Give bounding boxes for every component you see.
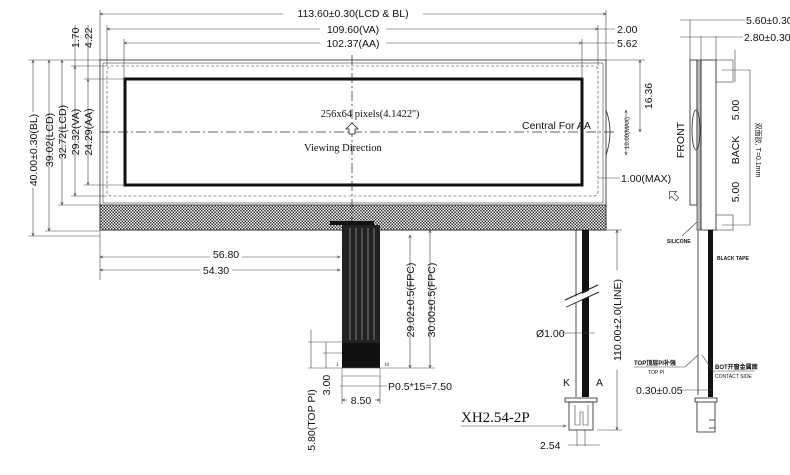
dim-2-54: 2.54 (540, 440, 561, 452)
k-label: K (563, 377, 570, 389)
top-pi-cn-label: TOP顶层PI补强 (634, 359, 676, 367)
lcd-glass-outline (102, 62, 604, 204)
connector-label: XH2.54-2P (461, 410, 530, 426)
fpc-contact-pads (342, 343, 380, 368)
front-view: 256x64 pixels(4.1422'') Viewing Directio… (28, 7, 671, 236)
side-connector (696, 402, 716, 433)
dim-0-30: 0.30±0.05 (636, 385, 683, 397)
contact-side-label: CONTACT SIDE (715, 374, 752, 380)
pin-1-label: 1 (336, 363, 339, 368)
dim-54-30: 54.30 (203, 265, 229, 277)
front-label: FRONT (675, 121, 687, 158)
side-view: 5.60±0.30 2.80±0.30 FRONT BACK 5.00 5.00… (634, 15, 790, 433)
dim-1-max: 1.00(MAX) (621, 173, 671, 185)
dim-56-80: 56.80 (213, 249, 239, 261)
dim-width-lcd-bl: 113.60±0.30(LCD & BL) (297, 8, 408, 20)
dim-width-aa: 102.37(AA) (326, 38, 379, 50)
dim-5-60: 5.60±0.30 (746, 15, 790, 27)
silicone-label: SILICONE (667, 239, 691, 245)
viewing-direction-label: Viewing Direction (304, 143, 383, 154)
dim-1-70: 1.70 (70, 27, 82, 48)
dim-2-80: 2.80±0.30 (744, 32, 790, 44)
fpc: 1 16 56.80 54.30 29.02±0.5(FPC) 30.00±0.… (100, 221, 452, 451)
side-body (700, 59, 717, 231)
pixels-label: 256x64 pixels(4.1422'') (321, 109, 420, 120)
dim-8-50: 8.50 (351, 395, 372, 407)
back-label: BACK (730, 136, 742, 165)
black-tape-label: BLACK TAPE (717, 256, 750, 262)
dim-height-lcd-2: 32.72(LCD) (57, 105, 69, 159)
dim-height-aa: 24.29(AA) (83, 108, 95, 155)
viewing-area (106, 65, 599, 197)
dim-3-00: 3.00 (321, 375, 333, 396)
dim-height-bl: 40.00±0.30(BL) (28, 114, 40, 186)
pin-16-label: 16 (384, 363, 390, 368)
xh-connector (568, 401, 594, 431)
backlight-lead-bump (605, 109, 611, 156)
dim-16-36: 16.36 (643, 83, 655, 109)
tape-label: 双面胶, T=0.1mm (754, 123, 763, 178)
backlight-leads: Ø1.00 K A 2.54 XH2.54-2P 110.00±2.0(LINE… (461, 230, 624, 452)
dim-5-00-bottom: 5.00 (730, 182, 742, 203)
dim-30-00-fpc: 30.00±0.5(FPC) (426, 263, 438, 338)
dim-height-lcd-1: 39.02(LCD) (44, 113, 56, 167)
backlight-wire (582, 230, 589, 397)
viewing-direction-arrow-icon (345, 122, 359, 135)
viewing-arrow-icon (669, 191, 680, 202)
dim-5-62: 5.62 (617, 38, 638, 50)
dim-line-length: 110.00±2.0(LINE) (612, 279, 624, 361)
dim-height-va: 29.32(VA) (70, 109, 82, 156)
diameter-label: Ø1.00 (536, 328, 565, 340)
a-label: A (596, 377, 603, 389)
fpc-cable (342, 225, 380, 343)
top-pi-label: TOP PI (648, 370, 664, 376)
dim-10-max: 10.00(MAX) (625, 117, 631, 149)
bot-cn-label: BOT开窗金属面 (715, 363, 758, 371)
dim-29-02-fpc: 29.02±0.5(FPC) (405, 263, 417, 338)
dim-2-00: 2.00 (617, 24, 638, 36)
dim-width-va: 109.60(VA) (327, 24, 379, 36)
dim-5-00-top: 5.00 (730, 100, 742, 121)
central-for-aa-label: Central For AA (522, 120, 591, 132)
dim-4-22: 4.22 (83, 27, 95, 48)
dim-5-80-top-pi: 5.80(TOP PI) (306, 389, 318, 450)
pitch-label: P0.5*15=7.50 (388, 381, 452, 393)
